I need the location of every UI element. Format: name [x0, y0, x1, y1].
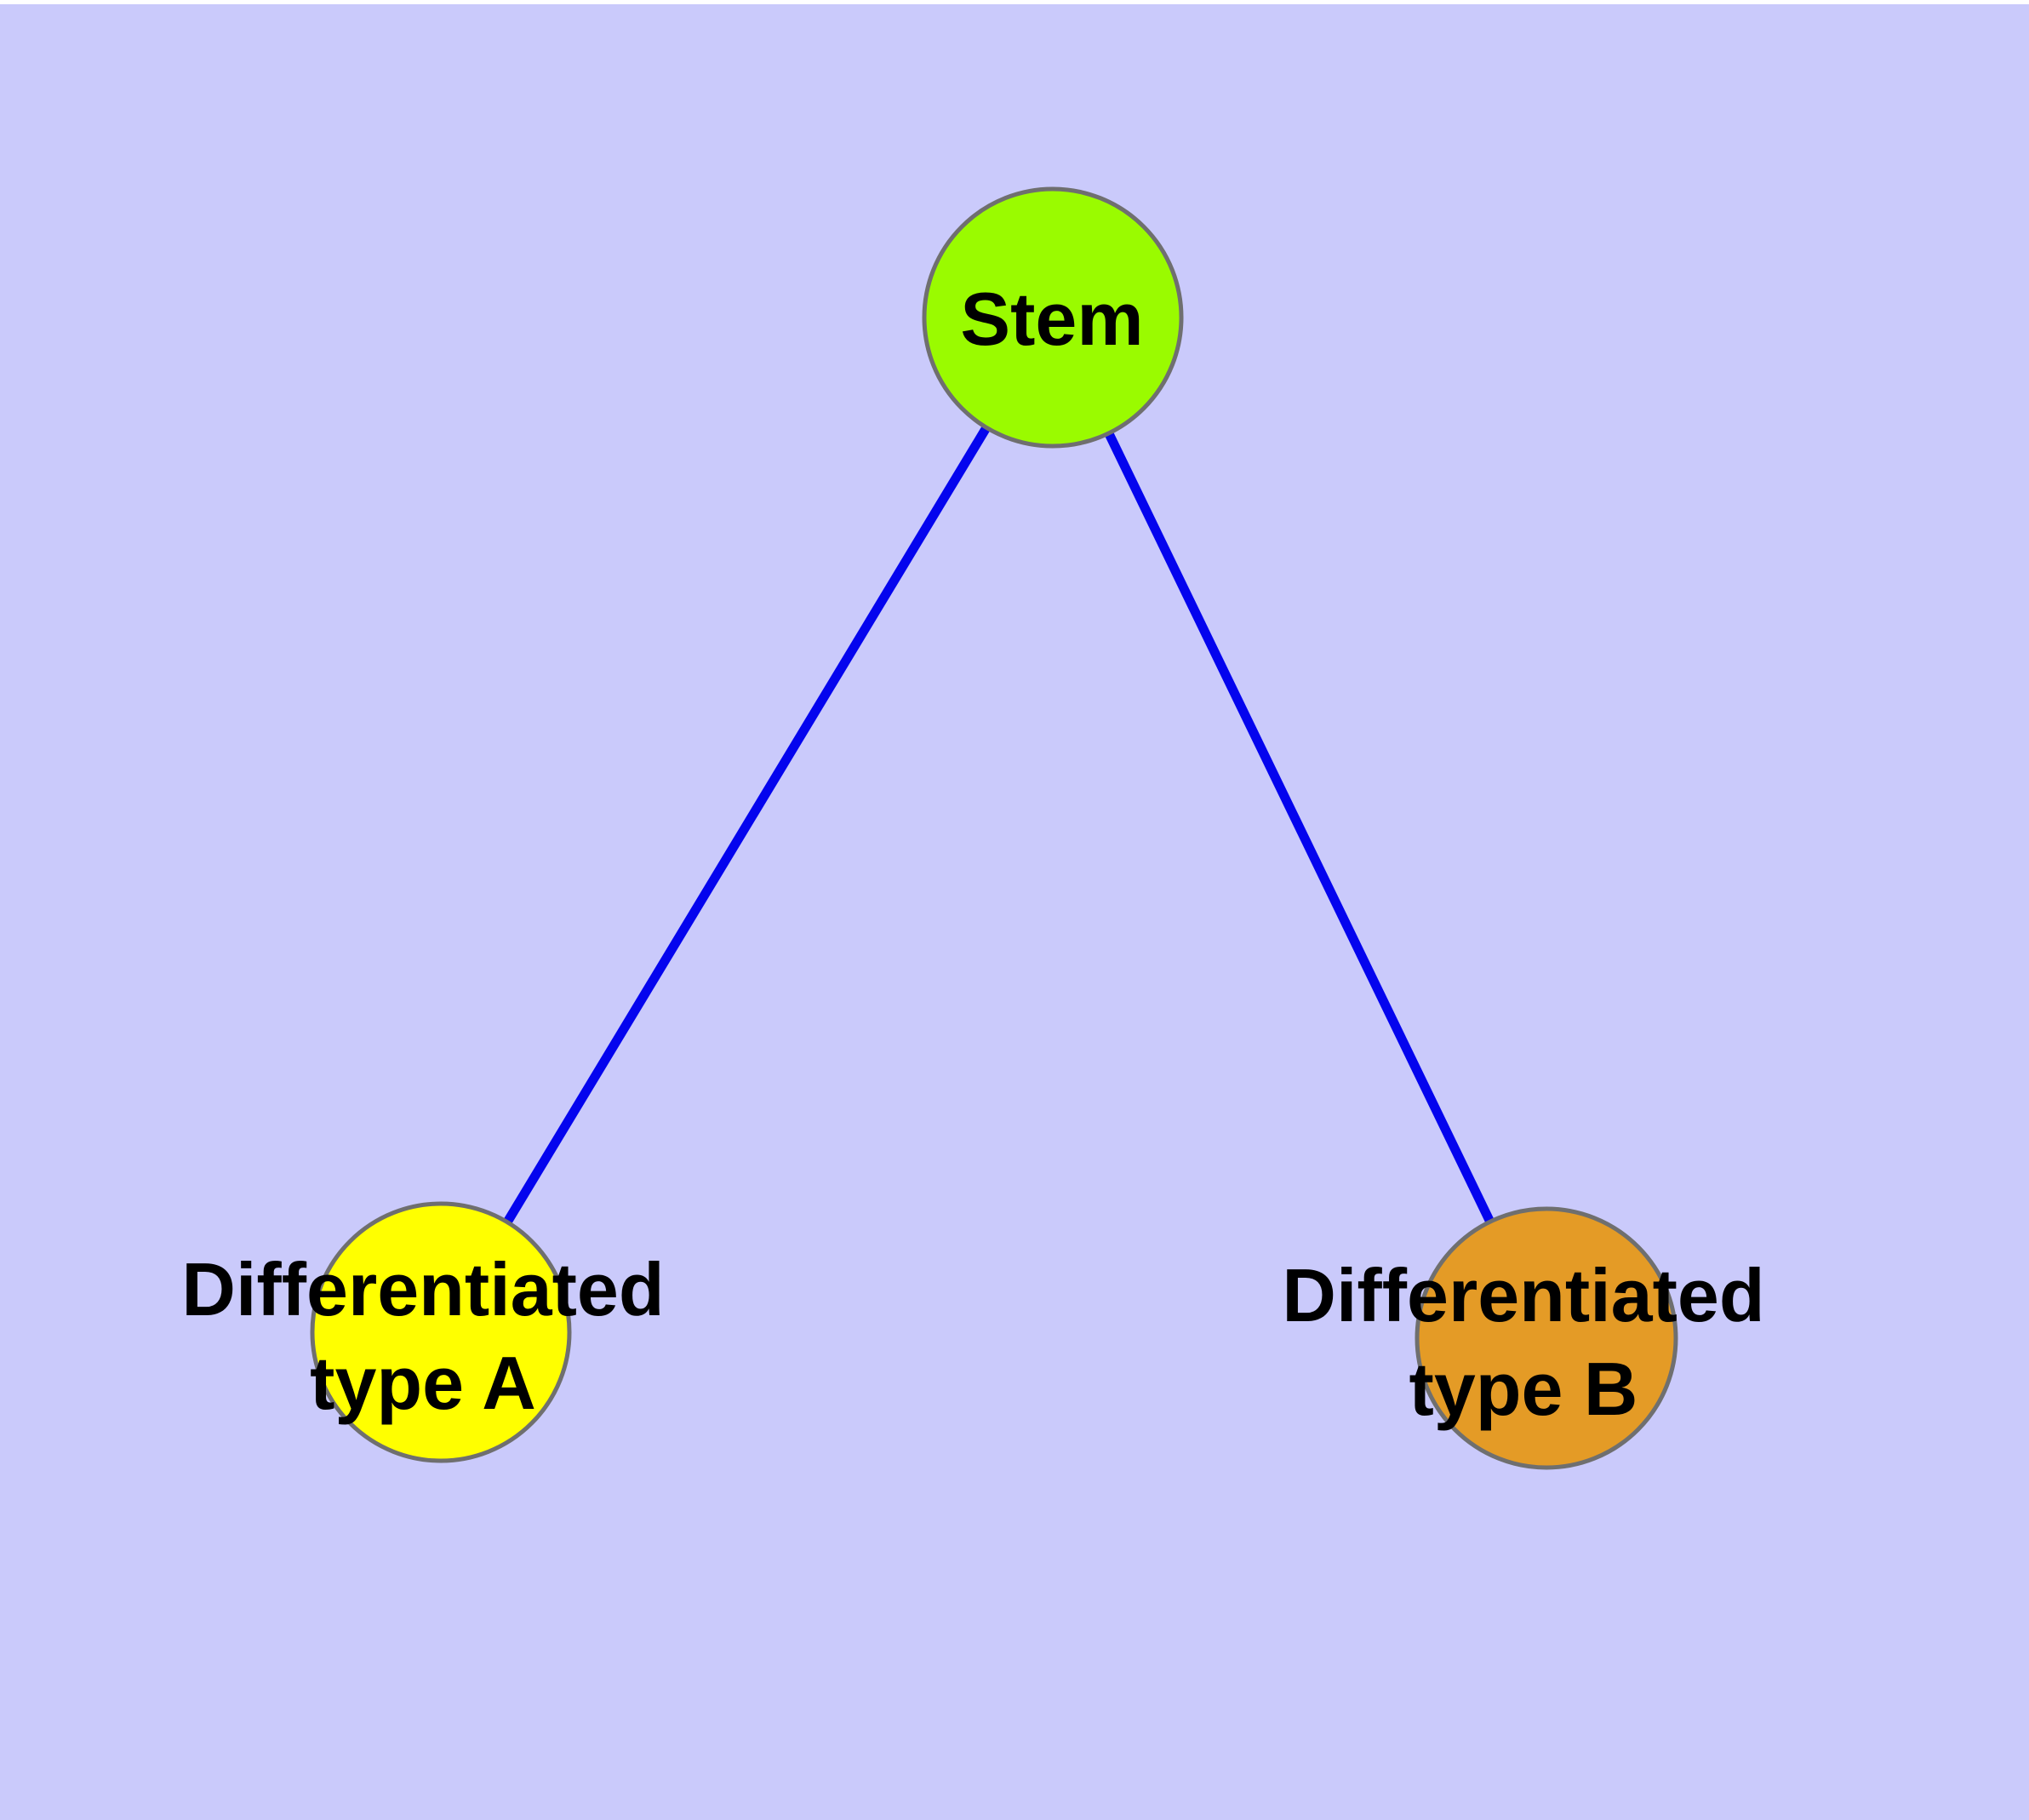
node-type-b-circle	[1415, 1206, 1678, 1470]
edge-layer	[437, 315, 1551, 1341]
node-type-b-label-line-2: type B	[1409, 1347, 1638, 1431]
label-layer: Stem Differentiated type A Differentiate…	[181, 277, 1764, 1431]
edge-stem-to-type-a	[437, 315, 1057, 1335]
node-type-a-label-line-1: Differentiated	[181, 1247, 664, 1331]
node-type-a-label-line-2: type A	[310, 1341, 536, 1425]
edge-stem-to-type-b	[1049, 315, 1551, 1341]
node-stem-label: Stem	[960, 277, 1143, 361]
node-stem-circle	[922, 186, 1184, 449]
node-type-a-circle	[310, 1201, 572, 1463]
node-layer	[310, 186, 1678, 1470]
node-type-b-label-line-1: Differentiated	[1282, 1253, 1764, 1337]
